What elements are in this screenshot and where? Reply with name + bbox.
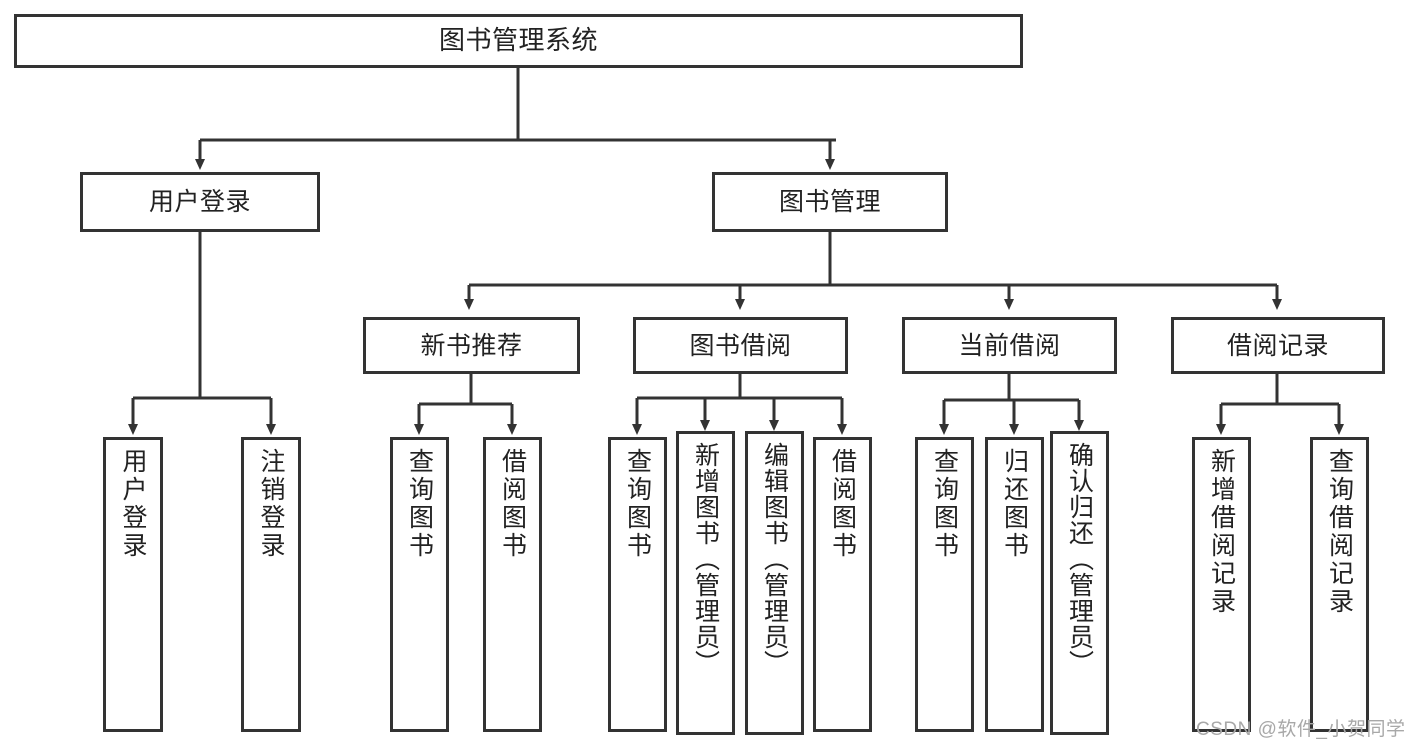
node-leaf-borrow-book-2[interactable]: 借阅图书 bbox=[813, 437, 872, 732]
node-leaf-query-book-3-label: 查询图书 bbox=[930, 448, 959, 560]
csdn-watermark: CSDN @软件_小贺同学 bbox=[1196, 719, 1405, 740]
node-leaf-query-book-1[interactable]: 查询图书 bbox=[390, 437, 449, 732]
node-leaf-query-book-2[interactable]: 查询图书 bbox=[608, 437, 667, 732]
node-leaf-return-book[interactable]: 归还图书 bbox=[985, 437, 1044, 732]
node-leaf-borrow-book-2-label: 借阅图书 bbox=[828, 448, 857, 560]
node-leaf-user-login[interactable]: 用户登录 bbox=[103, 437, 163, 732]
node-leaf-add-record-label: 新增借阅记录 bbox=[1207, 448, 1236, 616]
node-leaf-query-book-2-label: 查询图书 bbox=[623, 448, 652, 560]
node-book-manage[interactable]: 图书管理 bbox=[712, 172, 948, 232]
node-leaf-confirm-return-label: 确认归还（管理员） bbox=[1065, 442, 1094, 676]
node-leaf-query-book-1-label: 查询图书 bbox=[405, 448, 434, 560]
node-leaf-return-book-label: 归还图书 bbox=[1000, 448, 1029, 560]
node-leaf-borrow-book-1[interactable]: 借阅图书 bbox=[483, 437, 542, 732]
node-borrow-record-label: 借阅记录 bbox=[1226, 331, 1329, 360]
node-leaf-logout[interactable]: 注销登录 bbox=[241, 437, 301, 732]
node-book-borrow[interactable]: 图书借阅 bbox=[633, 317, 848, 374]
node-leaf-borrow-book-1-label: 借阅图书 bbox=[498, 448, 527, 560]
node-leaf-user-login-label: 用户登录 bbox=[119, 448, 147, 560]
node-leaf-query-record[interactable]: 查询借阅记录 bbox=[1310, 437, 1369, 732]
node-leaf-add-record[interactable]: 新增借阅记录 bbox=[1192, 437, 1251, 732]
node-leaf-query-book-3[interactable]: 查询图书 bbox=[915, 437, 974, 732]
node-root[interactable]: 图书管理系统 bbox=[14, 14, 1023, 68]
node-leaf-edit-book-label: 编辑图书（管理员） bbox=[760, 442, 789, 676]
node-borrow-record[interactable]: 借阅记录 bbox=[1171, 317, 1385, 374]
node-leaf-edit-book[interactable]: 编辑图书（管理员） bbox=[745, 431, 804, 735]
node-new-book-recommend-label: 新书推荐 bbox=[420, 331, 523, 360]
node-leaf-query-record-label: 查询借阅记录 bbox=[1325, 448, 1354, 616]
node-leaf-logout-label: 注销登录 bbox=[257, 448, 285, 560]
node-leaf-confirm-return[interactable]: 确认归还（管理员） bbox=[1050, 431, 1109, 735]
node-user-login-label: 用户登录 bbox=[148, 188, 251, 216]
node-user-login[interactable]: 用户登录 bbox=[80, 172, 320, 232]
node-root-label: 图书管理系统 bbox=[438, 25, 598, 56]
node-current-borrow[interactable]: 当前借阅 bbox=[902, 317, 1117, 374]
node-leaf-add-book-label: 新增图书（管理员） bbox=[691, 442, 720, 676]
node-current-borrow-label: 当前借阅 bbox=[958, 331, 1061, 360]
node-book-manage-label: 图书管理 bbox=[778, 188, 881, 216]
node-leaf-add-book[interactable]: 新增图书（管理员） bbox=[676, 431, 735, 735]
node-new-book-recommend[interactable]: 新书推荐 bbox=[363, 317, 580, 374]
node-book-borrow-label: 图书借阅 bbox=[689, 331, 792, 360]
